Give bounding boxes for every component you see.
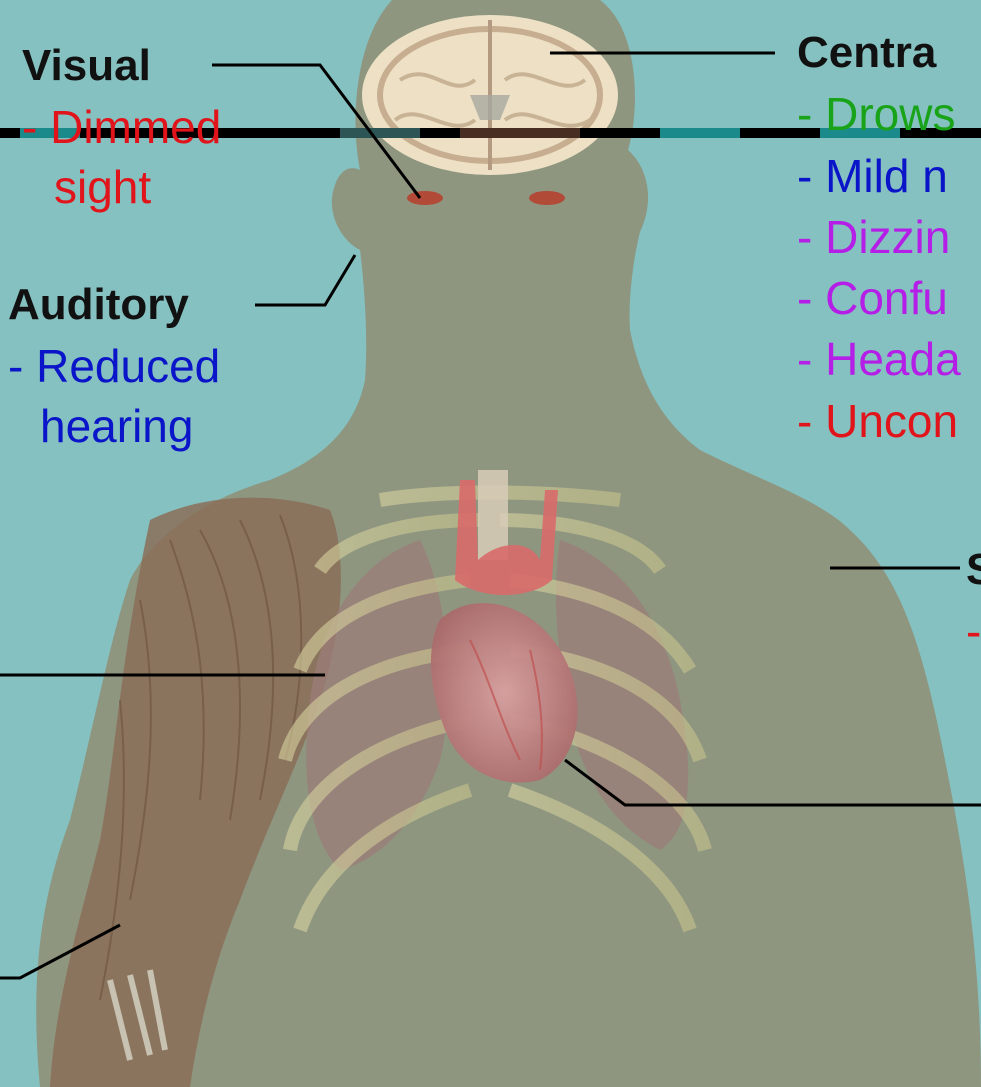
right-eye — [529, 191, 565, 205]
auditory-leader — [255, 255, 355, 305]
auditory-title: Auditory — [8, 283, 189, 327]
central-item-1: - Drows — [797, 91, 955, 137]
skin-item-partial: - — [966, 608, 981, 654]
central-item-3: - Dizzin — [797, 214, 950, 260]
left-eye — [407, 191, 443, 205]
central-item-2: - Mild n — [797, 153, 948, 199]
visual-item-1: - Dimmed — [22, 104, 221, 150]
central-item-5: - Heada — [797, 336, 961, 382]
auditory-item-2: hearing — [40, 403, 193, 449]
visual-title: Visual — [22, 44, 151, 88]
central-item-6: - Uncon — [797, 398, 958, 444]
central-item-4: - Confu — [797, 275, 948, 321]
auditory-item-1: - Reduced — [8, 343, 220, 389]
brain — [362, 15, 618, 175]
skin-title-partial: S — [966, 548, 981, 592]
central-title: Centra — [797, 31, 936, 75]
visual-item-2: sight — [54, 164, 151, 210]
